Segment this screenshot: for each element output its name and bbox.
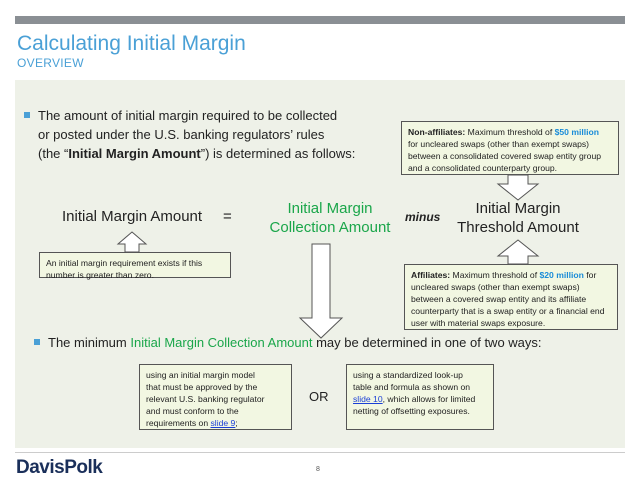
arrow-down-threshold bbox=[496, 174, 540, 201]
affiliates-callout: Affiliates: Maximum threshold of $20 mil… bbox=[404, 264, 618, 330]
slide-10-link[interactable]: slide 10 bbox=[353, 394, 383, 404]
equals-sign: = bbox=[223, 208, 232, 225]
non-affiliates-callout: Non-affiliates: Maximum threshold of $50… bbox=[401, 121, 619, 175]
header-bar bbox=[15, 16, 625, 24]
minus-operator: minus bbox=[405, 210, 441, 224]
slide-title: Calculating Initial Margin bbox=[17, 32, 246, 55]
arrow-down-collection bbox=[298, 243, 344, 339]
collection-amount-term: Initial Margin Collection Amount bbox=[269, 200, 391, 236]
bullet1-line2: or posted under the U.S. banking regulat… bbox=[38, 127, 325, 142]
bullet-marker bbox=[34, 339, 40, 345]
bullet1-line3: (the “Initial Margin Amount”) is determi… bbox=[38, 146, 356, 161]
arrow-up-threshold bbox=[496, 239, 540, 265]
or-label: OR bbox=[309, 389, 329, 404]
threshold-amount-term: Initial Margin Threshold Amount bbox=[457, 200, 579, 236]
davis-polk-logo: DavisPolk bbox=[16, 457, 103, 478]
requirement-callout: An initial margin requirement exists if … bbox=[39, 252, 231, 280]
bullet2-text: The minimum Initial Margin Collection Am… bbox=[48, 335, 542, 350]
bullet-marker bbox=[24, 112, 30, 118]
page-number: 8 bbox=[316, 466, 320, 473]
arrow-up-requirement bbox=[116, 231, 148, 253]
slide-9-link[interactable]: slide 9 bbox=[210, 418, 236, 428]
slide-subtitle: OVERVIEW bbox=[17, 56, 84, 70]
margin-model-option: using an initial margin model that must … bbox=[139, 364, 292, 430]
footer-divider bbox=[15, 452, 625, 453]
standardized-table-option: using a standardized look-up table and f… bbox=[346, 364, 494, 430]
bullet1-line1: The amount of initial margin required to… bbox=[38, 108, 338, 123]
initial-margin-amount: Initial Margin Amount bbox=[62, 208, 203, 225]
